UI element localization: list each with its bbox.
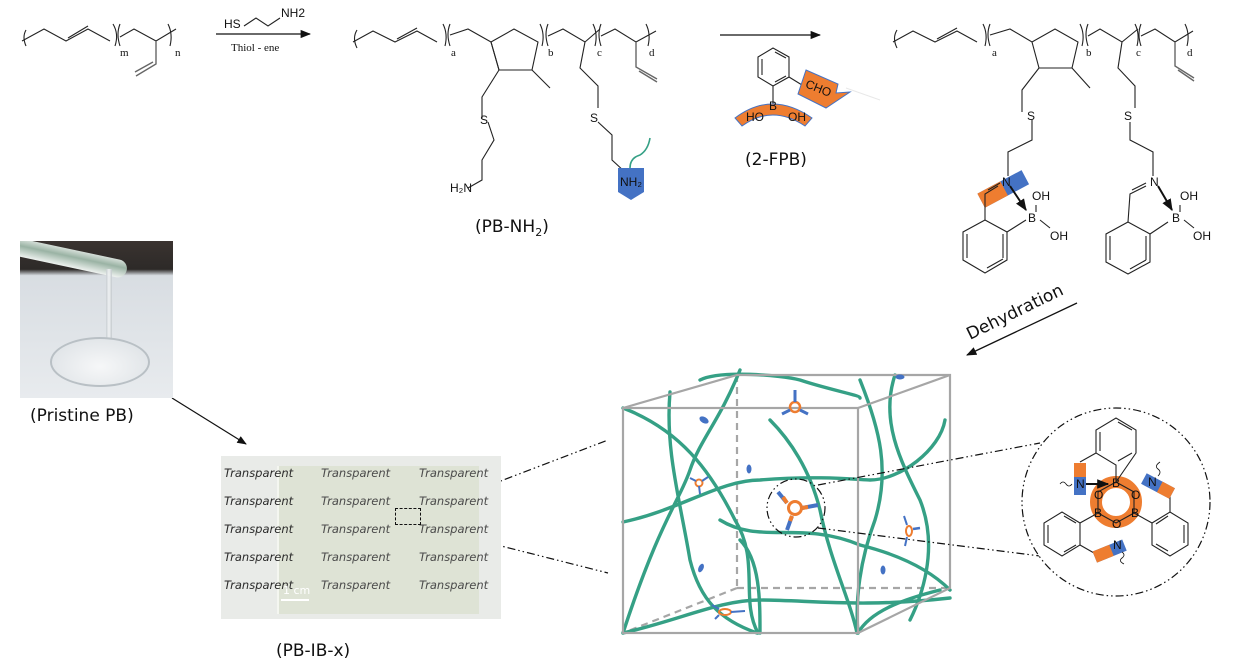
- atom-oh-left-1: OH: [1032, 189, 1050, 203]
- atom-oh: OH: [788, 110, 806, 124]
- pristine-to-film-arrow: [171, 397, 247, 445]
- scale-bar: [281, 599, 309, 601]
- polybutadiene-structure: m n: [21, 23, 181, 77]
- magnified-boroxine: B B B O O O N N N: [1021, 407, 1211, 597]
- scale-bar-label: 1 cm: [283, 584, 311, 597]
- boronic-acid-tag-icon: [734, 103, 813, 127]
- network-cube: [621, 368, 952, 635]
- transparent-text: Transparent: [321, 550, 391, 564]
- imine-product-structure: a b c d S S N B OH OH N B OH OH: [892, 23, 1211, 275]
- boroxine-crosslink-icon: [781, 390, 809, 416]
- atom-b: B: [769, 99, 777, 113]
- transparent-text: Transparent: [321, 578, 391, 592]
- atom-n-r: N: [1148, 475, 1157, 489]
- subscript-n: n: [175, 47, 181, 59]
- subscript-c: c: [597, 47, 602, 59]
- transparent-text: Transparent: [321, 522, 391, 536]
- atom-oh-left-2: OH: [1050, 229, 1068, 243]
- reaction-label: Thiol - ene: [231, 42, 279, 54]
- atom-amine2: NH₂: [620, 175, 642, 189]
- subscript-a: a: [451, 47, 456, 59]
- pb-nh2-label: (PB-NH2): [475, 217, 549, 239]
- atom-b-right: B: [1172, 211, 1180, 225]
- atom-b-left: B: [1094, 506, 1102, 520]
- transparent-text: Transparent: [224, 550, 294, 564]
- subscript-m: m: [120, 47, 129, 59]
- atom-n-right: N: [1150, 175, 1159, 189]
- transparent-text: Transparent: [321, 466, 391, 480]
- pipette-icon: [20, 241, 129, 280]
- atom-o-bottom: O: [1112, 517, 1121, 531]
- dehydration-label: Dehydration: [963, 280, 1066, 344]
- amine-tag-icon: [618, 168, 644, 200]
- fpb-label: (2-FPB): [745, 150, 807, 170]
- boroxine-crosslink-icon: [711, 604, 746, 620]
- pb-ib-x-label: (PB-IB-x): [276, 641, 350, 659]
- atom-n-left: N: [1002, 175, 1011, 189]
- dehydration-arrow: Dehydration: [963, 280, 1078, 356]
- transparent-text: Transparent: [419, 578, 489, 592]
- atom-s-right: S: [1124, 109, 1132, 123]
- fpb-reagent: CHO B HO OH (2-FPB): [720, 30, 881, 170]
- atom-nh2: NH2: [281, 6, 305, 20]
- magnified-circle: [1021, 407, 1211, 597]
- polymer-chains: [621, 368, 952, 635]
- subscript-d: d: [1187, 47, 1193, 59]
- subscript-d: d: [649, 47, 655, 59]
- boroxine-crosslink-icon-center: [776, 490, 819, 531]
- atom-s2: S: [590, 111, 598, 125]
- thiol-ene-arrow: HS NH2 Thiol - ene: [216, 6, 312, 54]
- atom-amine1: H₂N: [450, 181, 472, 195]
- pb-nh2-structure: a b c d S S H₂N NH₂ (PB-NH2): [352, 23, 658, 239]
- subscript-c: c: [1136, 47, 1141, 59]
- film-zoom-selection-box: [395, 508, 421, 525]
- film-sheet: [277, 466, 479, 614]
- transparent-text: Transparent: [224, 466, 294, 480]
- polymer-stream: [106, 269, 112, 364]
- atom-hs: HS: [224, 17, 241, 31]
- boroxine-crosslink-icon: [903, 515, 921, 547]
- zoom-selection-circle: [766, 478, 826, 538]
- transparent-text: Transparent: [224, 522, 294, 536]
- subscript-a: a: [992, 47, 997, 59]
- aldehyde-tag-icon: [797, 69, 852, 109]
- pristine-pb-photo: [20, 241, 173, 398]
- atom-s-left: S: [1027, 109, 1035, 123]
- atom-o-left: O: [1094, 488, 1103, 502]
- transparent-text: Transparent: [419, 494, 489, 508]
- atom-n-tl: N: [1076, 477, 1085, 491]
- atom-b-top: B: [1112, 476, 1120, 490]
- free-amine-end-icons: [698, 374, 905, 575]
- transparent-text: Transparent: [419, 550, 489, 564]
- atom-n-bl: N: [1113, 538, 1122, 552]
- transparent-text: Transparent: [321, 494, 391, 508]
- subscript-b: b: [548, 47, 554, 59]
- zoom-lines-cube: [817, 442, 1041, 557]
- subscript-b: b: [1086, 47, 1092, 59]
- boroxine-crosslink-icon: [689, 476, 709, 495]
- atom-b-left: B: [1028, 211, 1036, 225]
- atom-ho: HO: [746, 110, 764, 124]
- pristine-pb-label: (Pristine PB): [30, 406, 134, 426]
- transparent-text: Transparent: [419, 522, 489, 536]
- atom-oh-right-1: OH: [1180, 189, 1198, 203]
- atom-o-right: O: [1131, 488, 1140, 502]
- transparent-text: Transparent: [419, 466, 489, 480]
- transparent-text: Transparent: [224, 494, 294, 508]
- atom-oh-right-2: OH: [1193, 229, 1211, 243]
- atom-s1: S: [480, 113, 488, 127]
- transparent-text: Transparent: [224, 578, 294, 592]
- petri-dish-icon: [50, 337, 150, 387]
